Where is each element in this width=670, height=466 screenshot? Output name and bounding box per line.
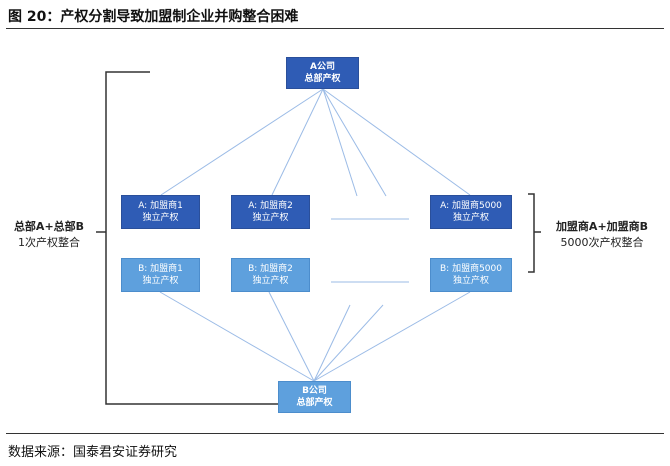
company-a-hq-desc: 总部产权	[304, 74, 341, 84]
company-b-hq-name: B公司	[302, 386, 327, 396]
franchisee-a2-box: A: 加盟商2 独立产权	[231, 195, 310, 229]
figure-title: 图 20：产权分割导致加盟制企业并购整合困难	[8, 9, 299, 25]
right-bracket	[528, 193, 535, 273]
left-integration-count: 1次产权整合	[18, 236, 80, 249]
franchisee-a1-name: A: 加盟商1	[138, 201, 183, 211]
connector-top-a5000	[322, 88, 471, 196]
franchisee-b5000-desc: 独立产权	[452, 276, 489, 286]
connector-bottom-gap2	[313, 304, 384, 382]
franchisee-b1-desc: 独立产权	[142, 276, 179, 286]
franchisee-a2-desc: 独立产权	[252, 213, 289, 223]
franchisee-b2-box: B: 加盟商2 独立产权	[231, 258, 310, 292]
right-integration-title: 加盟商A+加盟商B	[555, 220, 649, 233]
franchisee-b1-name: B: 加盟商1	[138, 264, 183, 274]
franchisee-a1-box: A: 加盟商1 独立产权	[121, 195, 200, 229]
connector-top-gap2	[322, 88, 387, 197]
right-integration-count: 5000次产权整合	[560, 236, 644, 249]
franchisee-a5000-name: A: 加盟商5000	[440, 201, 502, 211]
source-rule	[6, 433, 664, 434]
franchisee-a1-desc: 独立产权	[142, 213, 179, 223]
franchisee-b5000-name: B: 加盟商5000	[440, 264, 502, 274]
franchisee-b2-name: B: 加盟商2	[248, 264, 293, 274]
franchisee-b1-box: B: 加盟商1 独立产权	[121, 258, 200, 292]
title-rule	[6, 28, 664, 29]
company-a-hq-name: A公司	[310, 62, 335, 72]
right-integration-label: 加盟商A+加盟商B 5000次产权整合	[543, 219, 661, 251]
franchisee-b5000-box: B: 加盟商5000 独立产权	[430, 258, 512, 292]
connector-top-a1	[160, 88, 324, 196]
source-note: 数据来源：国泰君安证券研究	[8, 445, 178, 460]
franchisee-a2-name: A: 加盟商2	[248, 201, 293, 211]
franchisee-b2-desc: 独立产权	[252, 276, 289, 286]
company-b-hq-box: B公司 总部产权	[278, 381, 351, 413]
left-integration-label: 总部A+总部B 1次产权整合	[6, 219, 92, 251]
connector-bottom-b5000	[313, 291, 471, 382]
connector-top-a2	[271, 88, 324, 196]
connector-bottom-b2	[268, 291, 315, 382]
franchisee-a5000-desc: 独立产权	[452, 213, 489, 223]
left-bracket	[105, 71, 286, 405]
franchisee-a5000-box: A: 加盟商5000 独立产权	[430, 195, 512, 229]
connector-bottom-b1	[159, 291, 315, 382]
company-a-hq-box: A公司 总部产权	[286, 57, 359, 89]
company-b-hq-desc: 总部产权	[296, 398, 333, 408]
connector-bottom-gap1	[313, 304, 351, 382]
left-integration-title: 总部A+总部B	[13, 220, 85, 233]
connector-top-gap1	[322, 88, 358, 197]
